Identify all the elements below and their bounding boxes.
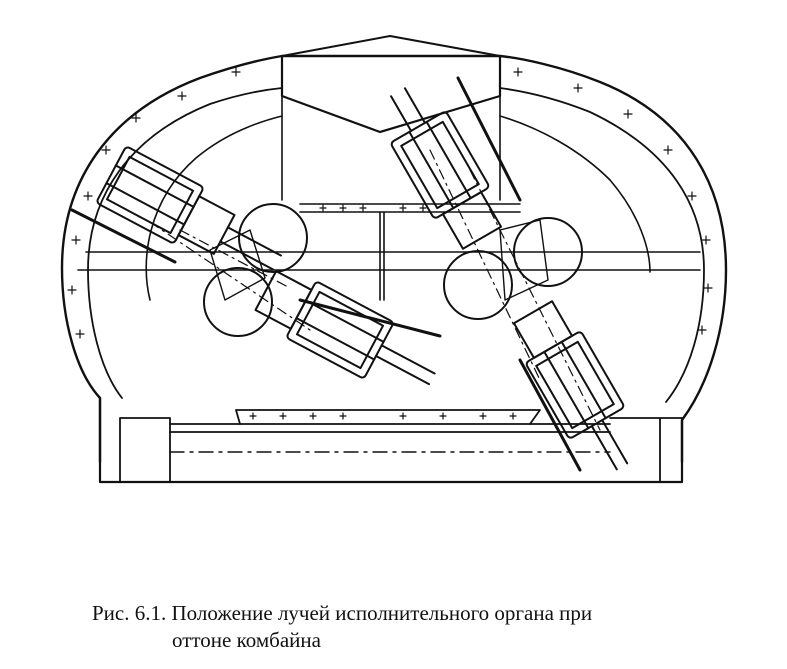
- figure-caption: Рис. 6.1. Положение лучей исполнительног…: [92, 600, 732, 654]
- caption-label: Рис. 6.1.: [92, 601, 167, 625]
- caption-text-line-1: Положение лучей исполнительного органа п…: [171, 601, 593, 625]
- rivet-marks: [67, 67, 713, 420]
- caption-line-1: Рис. 6.1. Положение лучей исполнительног…: [92, 600, 732, 627]
- left-cutter-arm: [70, 146, 442, 386]
- left-upper-cutter-drum: [238, 203, 308, 273]
- right-upper-motor-block: [390, 87, 503, 250]
- right-upper-cutter-drum: [513, 217, 583, 287]
- caption-text-line-2: оттоне комбайна: [172, 628, 321, 652]
- combine-cross-section-drawing: [60, 35, 728, 484]
- right-cutter-arm: [390, 76, 629, 472]
- right-lower-motor-block: [512, 300, 629, 471]
- left-lower-cutter-drum: [203, 267, 273, 337]
- outer-shell: [60, 35, 728, 484]
- left-lower-motor-block: [254, 270, 436, 386]
- left-upper-motor-block: [96, 146, 282, 271]
